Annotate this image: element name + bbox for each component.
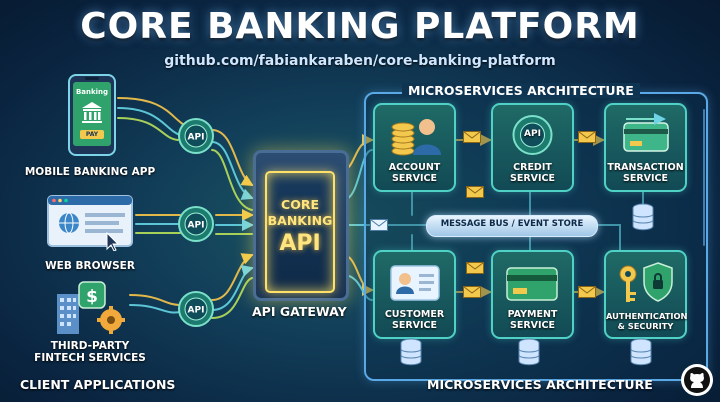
message-bus: MESSAGE BUS / EVENT STORE [426,215,598,237]
api-gear-icon: API [178,291,214,327]
svg-text:$: $ [86,287,98,307]
api-badge-label: API [188,221,205,231]
authentication-security-service: AUTHENTICATION& SECURITY [604,250,687,339]
api-gateway-label: API GATEWAY [252,304,347,319]
database-icon [632,203,654,231]
cursor-icon [106,231,120,252]
gateway-line1: CORE [281,197,319,212]
id-card-icon [390,265,440,301]
api-gear-icon: API [178,206,214,242]
mobile-banking-app: Banking PAY [67,74,117,156]
github-icon-glyph [684,367,710,393]
client-applications-label: CLIENT APPLICATIONS [20,377,176,392]
mobile-banking-app-label: MOBILE BANKING APP [24,166,156,178]
microservices-title-bottom: MICROSERVICES ARCHITECTURE [427,377,653,392]
dollar-gear-icon: $ [57,281,125,334]
transaction-service-line1: TRANSACTION [607,162,684,173]
envelope-icon [463,131,481,143]
fintech-label-line2: FINTECH SERVICES [34,352,146,364]
web-browser [47,195,137,252]
transaction-service-line2: SERVICE [623,173,668,184]
auth-service-line2: & SECURITY [617,321,674,331]
repository-url: github.com/fabiankaraben/core-banking-pl… [164,53,556,69]
coins-user-icon [391,119,441,156]
envelope-icon [466,186,484,198]
envelope-icon [370,219,388,231]
gateway-screen: CORE BANKING API [265,171,335,293]
payment-service-line1: PAYMENT [507,309,558,320]
envelope-icon [578,286,596,298]
mobile-screen-title: Banking [75,88,109,96]
envelope-icon [463,286,481,298]
message-bus-label: MESSAGE BUS / EVENT STORE [440,219,584,229]
payment-service-line2: SERVICE [510,320,555,331]
gateway-line2: BANKING [267,213,333,228]
api-badge-label: API [188,133,205,143]
credit-card-icon [623,113,669,152]
account-service-line2: SERVICE [392,173,437,184]
envelope-icon [466,262,484,274]
auth-service-line1: AUTHENTICATION [606,311,688,321]
shield-lock-icon [643,262,673,302]
credit-service-line1: CREDIT [513,162,552,173]
third-party-fintech: $ [55,280,131,336]
key-icon [619,262,673,302]
mobile-pay-button: PAY [85,131,99,138]
github-icon[interactable] [681,364,713,396]
customer-service-line1: CUSTOMER [384,309,445,320]
credit-service-line2: SERVICE [510,173,555,184]
bank-icon [82,102,102,123]
database-icon [400,338,422,366]
credit-card-icon [506,267,558,301]
envelope-icon [578,131,596,143]
gateway-line3: API [279,231,321,256]
database-icon [630,338,652,366]
fintech-label-line1: THIRD-PARTY [50,340,130,352]
api-gear-icon: API [178,118,214,154]
account-service-line1: ACCOUNT [388,162,441,173]
mobile-phone-icon [68,74,116,156]
building-icon [57,294,79,334]
microservices-title-top: MICROSERVICES ARCHITECTURE [402,83,640,98]
api-gateway-portal: CORE BANKING API [253,150,349,301]
credit-api-badge: API [524,129,541,139]
browser-window-icon [47,195,133,252]
api-gear-icon [512,115,553,155]
globe-icon [59,212,79,234]
api-badge-label: API [188,306,205,316]
web-browser-label: WEB BROWSER [45,260,135,272]
database-icon [518,338,540,366]
customer-service-line2: SERVICE [392,320,437,331]
diagram-title: CORE BANKING PLATFORM [80,6,640,47]
